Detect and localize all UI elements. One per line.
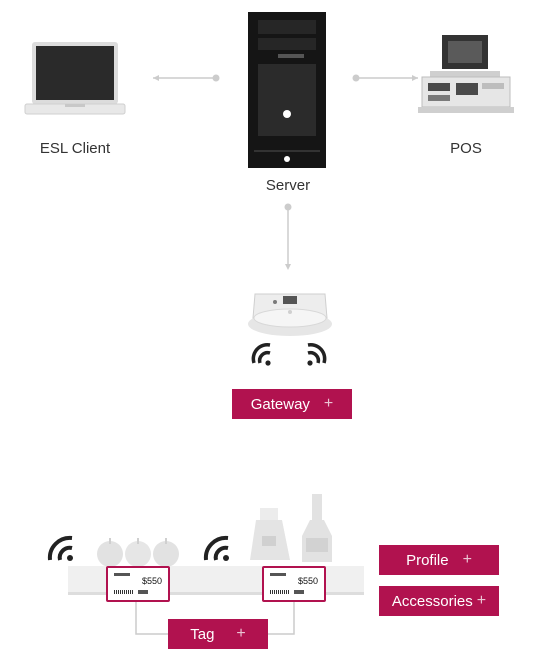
plus-icon: + (462, 551, 472, 568)
plus-icon: + (476, 592, 487, 609)
apple-icon (153, 538, 179, 567)
wifi-icon (251, 343, 271, 366)
tag-info-bar (294, 590, 304, 594)
esl-tag[interactable]: $550 (106, 566, 170, 602)
arrowhead-right (412, 75, 418, 81)
accessories-button[interactable]: Accessories + (379, 586, 499, 616)
bottle-icon (250, 508, 290, 560)
barcode-icon (270, 590, 290, 594)
server-label: Server (265, 177, 311, 194)
link-dot (352, 74, 360, 82)
profile-button[interactable]: Profile + (379, 545, 499, 575)
barcode-icon (114, 590, 134, 594)
arrowhead-left (153, 75, 159, 81)
client-label: ESL Client (39, 140, 111, 157)
gateway-device-icon (248, 293, 332, 336)
link-dot (284, 203, 292, 211)
plus-icon: + (236, 625, 246, 642)
server-tower-icon (248, 12, 326, 168)
apple-icon (125, 538, 151, 567)
apple-icon (97, 538, 123, 567)
tag-price: $550 (141, 576, 162, 586)
arrowhead-down (285, 264, 291, 270)
laptop-icon (24, 42, 126, 115)
esl-tag[interactable]: $550 (262, 566, 326, 602)
wifi-icon (307, 343, 327, 366)
tag-bracket (135, 598, 170, 635)
bottle-icon (302, 494, 332, 562)
plus-icon: + (323, 395, 334, 412)
pos-label: POS (450, 140, 482, 157)
pos-terminal-icon (418, 35, 514, 113)
wifi-icon (47, 535, 73, 561)
accessories-button-label: Accessories (391, 592, 473, 610)
tag-button[interactable]: Tag + (168, 619, 268, 649)
tag-price: $550 (297, 576, 318, 586)
tag-info-bar (138, 590, 148, 594)
tag-button-label: Tag (190, 625, 215, 643)
profile-button-label: Profile (406, 551, 449, 569)
tag-header-bar (270, 573, 286, 576)
tag-bracket (268, 598, 295, 635)
gateway-button[interactable]: Gateway + (232, 389, 352, 419)
link-dot (212, 74, 220, 82)
wifi-icon (203, 535, 229, 561)
tag-header-bar (114, 573, 130, 576)
gateway-button-label: Gateway (250, 395, 310, 413)
